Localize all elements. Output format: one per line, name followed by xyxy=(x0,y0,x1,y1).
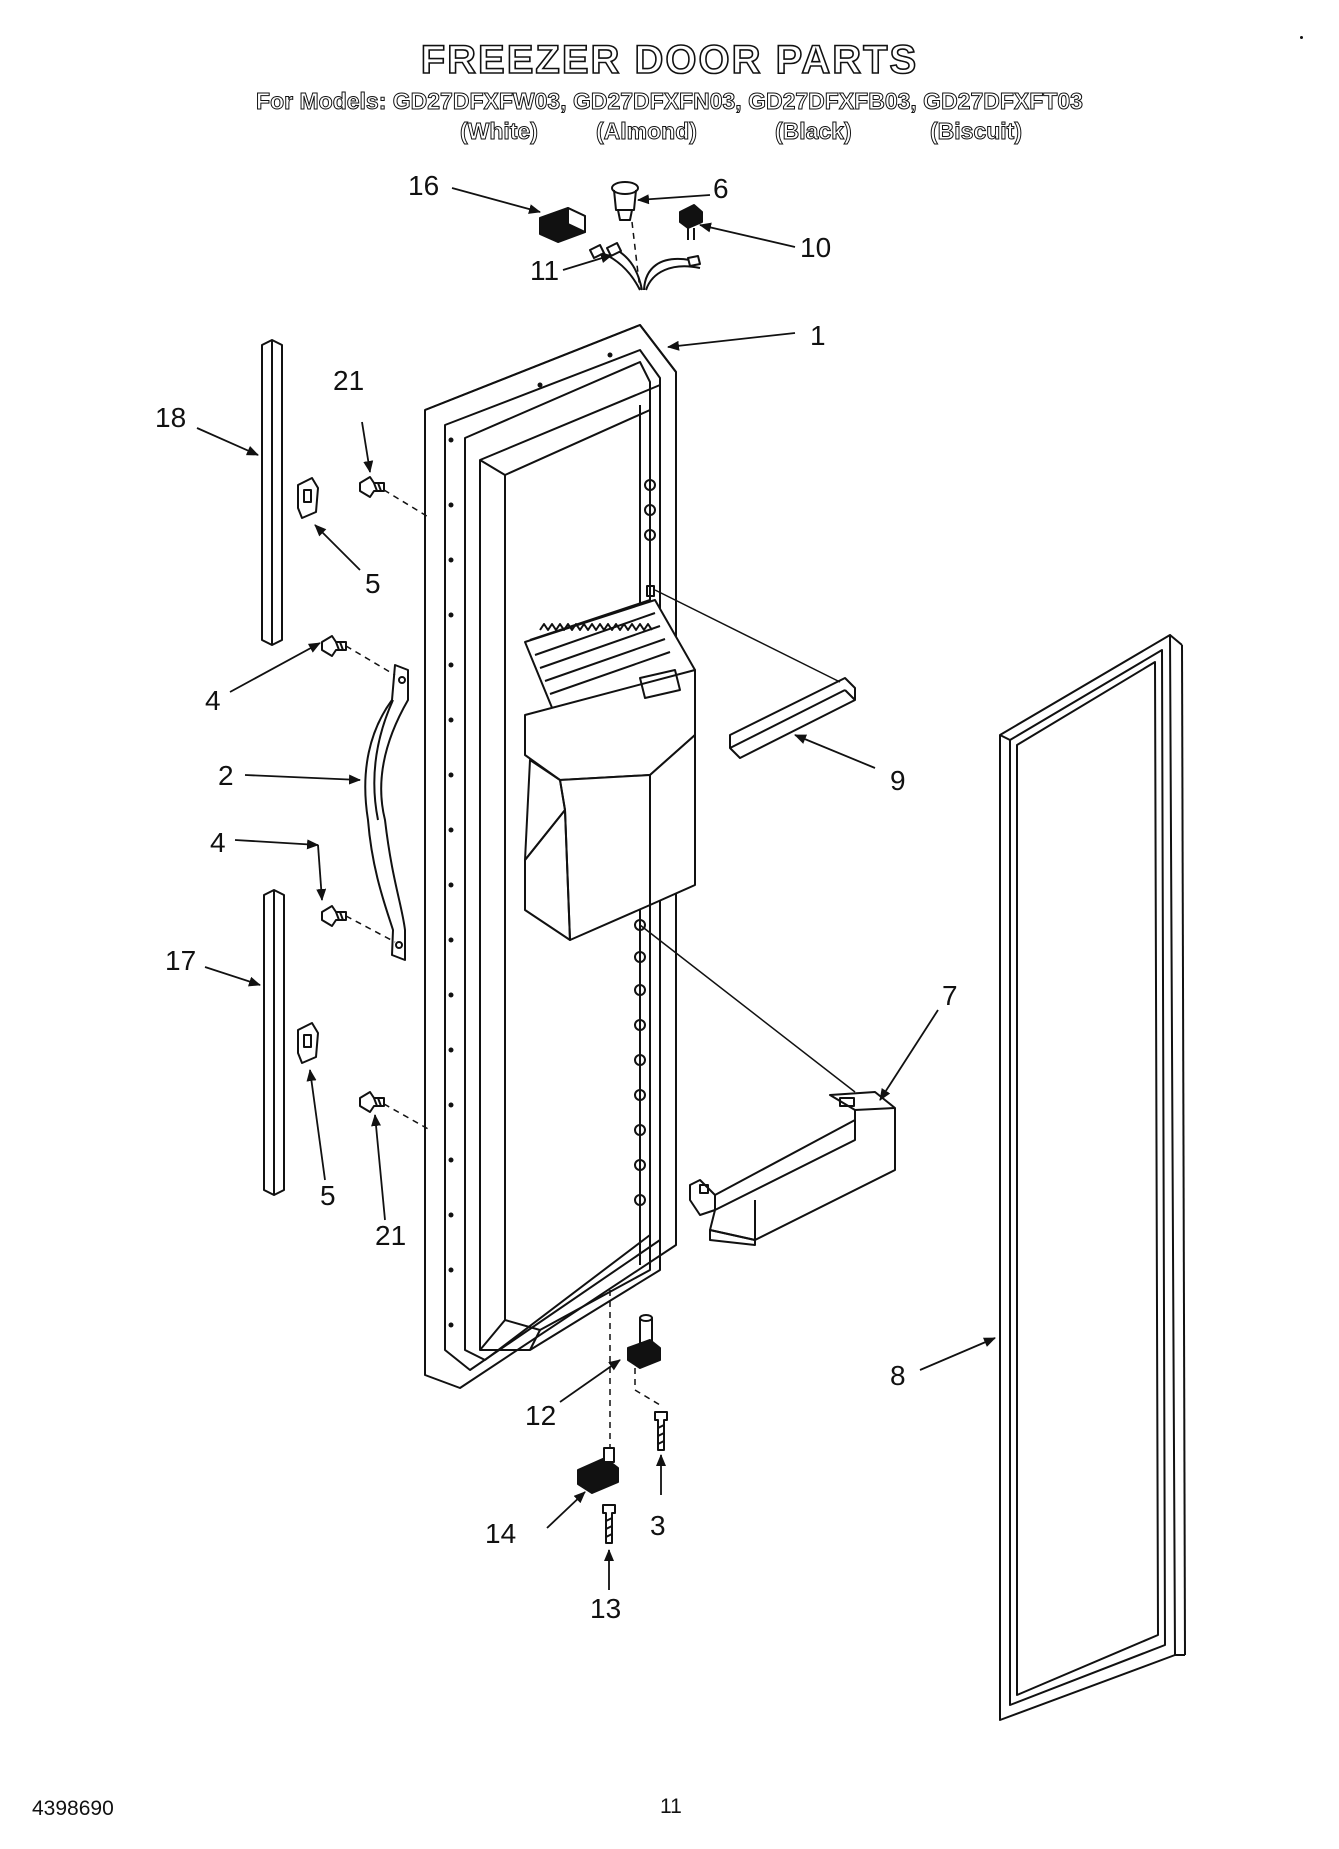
callout-5-upper: 5 xyxy=(365,568,381,599)
trim-clip-upper xyxy=(297,477,319,519)
callout-10: 10 xyxy=(800,232,831,263)
callout-5-lower: 5 xyxy=(320,1180,336,1211)
wire-harness xyxy=(589,242,701,291)
hinge-bushing xyxy=(577,1447,619,1494)
screw-4-upper xyxy=(321,635,347,657)
callout-9: 9 xyxy=(890,765,906,796)
trim-clip-lower xyxy=(297,1022,319,1064)
screw-21-lower xyxy=(359,1091,385,1113)
document-number: 4398690 xyxy=(32,1797,114,1820)
connector-block xyxy=(539,207,586,243)
freezer-door xyxy=(424,324,696,1389)
color-black: (Black) xyxy=(775,118,853,145)
callout-16: 16 xyxy=(408,170,439,201)
callout-4-upper: 4 xyxy=(205,685,221,716)
hinge-screw-13 xyxy=(602,1504,616,1544)
trim-strip-upper xyxy=(261,339,283,646)
screw-21-upper xyxy=(359,476,385,498)
color-almond: (Almond) xyxy=(596,118,698,145)
corner-mark xyxy=(1300,36,1303,39)
color-white: (White) xyxy=(460,118,539,145)
light-socket xyxy=(611,181,639,221)
callout-1: 1 xyxy=(810,320,826,351)
callout-2: 2 xyxy=(218,760,234,791)
callout-3: 3 xyxy=(650,1510,666,1541)
callout-18: 18 xyxy=(155,402,186,433)
trim-strip-lower xyxy=(263,889,285,1196)
callout-6: 6 xyxy=(713,173,729,204)
callout-11: 11 xyxy=(530,255,559,286)
callout-21-lower: 21 xyxy=(375,1220,406,1251)
callout-14: 14 xyxy=(485,1518,516,1549)
callout-7: 7 xyxy=(942,980,958,1011)
dispenser-trim xyxy=(729,677,856,759)
callout-12: 12 xyxy=(525,1400,556,1431)
callout-13: 13 xyxy=(590,1593,621,1624)
callout-8: 8 xyxy=(890,1360,906,1391)
color-biscuit: (Biscuit) xyxy=(930,118,1023,145)
shelf-guide-line xyxy=(639,924,856,1093)
page-number: 11 xyxy=(660,1795,682,1818)
door-shelf xyxy=(689,1091,896,1246)
callout-4-lower: 4 xyxy=(210,827,226,858)
page-title: FREEZER DOOR PARTS xyxy=(420,37,919,83)
hinge-screw-3 xyxy=(654,1411,668,1451)
callout-21-upper: 21 xyxy=(333,365,364,396)
model-list: For Models: GD27DFXFW03, GD27DFXFN03, GD… xyxy=(256,88,1084,115)
screw-4-lower xyxy=(321,905,347,927)
door-gasket xyxy=(999,634,1186,1721)
leader-arrows xyxy=(196,187,996,1590)
light-switch xyxy=(679,204,703,240)
hinge-pin xyxy=(627,1314,661,1369)
callout-labels: 1 2 3 4 4 5 5 6 7 8 9 10 11 12 13 14 16 … xyxy=(155,170,958,1624)
door-handle xyxy=(364,664,409,961)
callout-17: 17 xyxy=(165,945,196,976)
trim-guide-line xyxy=(654,589,841,683)
